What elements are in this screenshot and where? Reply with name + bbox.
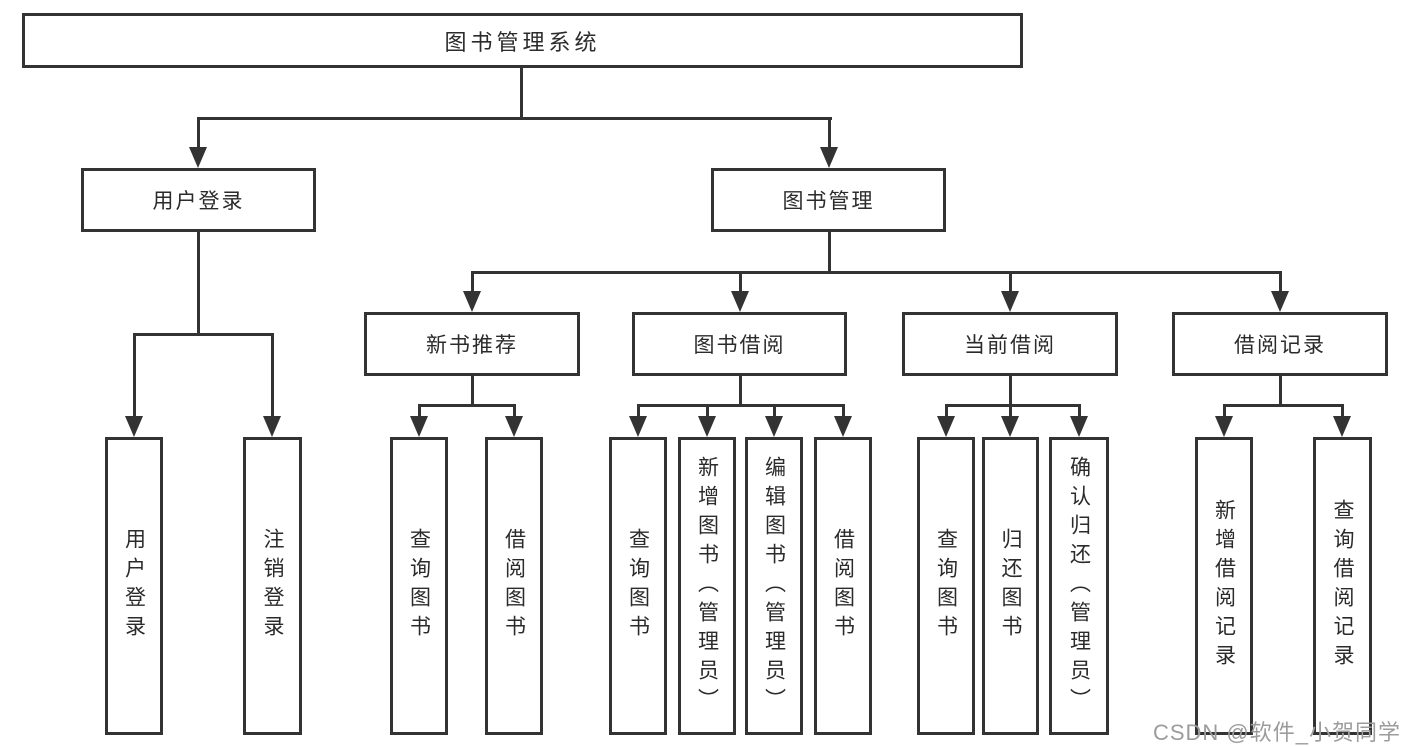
leaf-borrow-borrow-book-label: 借阅图书 [831,528,855,644]
connector-line [945,404,948,417]
node-root: 图书管理系统 [22,13,1023,68]
arrowhead [1070,416,1088,437]
arrowhead [1215,416,1233,437]
connector-line [945,404,1081,407]
arrowhead [629,416,647,437]
arrowhead [189,147,207,168]
connector-line [471,376,474,407]
arrowhead [820,147,838,168]
connector-line [828,232,831,273]
node-book-management: 图书管理 [711,168,946,232]
leaf-recommend-query-book-label: 查询图书 [407,528,431,644]
node-book-management-label: 图书管理 [782,190,875,213]
node-borrow-records-label: 借阅记录 [1234,334,1326,357]
arrowhead [731,291,749,312]
connector-line [418,404,516,407]
connector-line [520,68,523,119]
node-user-login-label: 用户登录 [152,190,245,213]
arrowhead [937,416,955,437]
leaf-records-add-record: 新增借阅记录 [1195,437,1253,735]
connector-line [1078,404,1081,417]
leaf-user-login-label: 用户登录 [122,528,146,644]
arrowhead [263,416,281,437]
leaf-borrow-query-book: 查询图书 [609,437,667,735]
connector-line [1223,404,1344,407]
connector-line [706,404,709,417]
leaf-recommend-borrow-book: 借阅图书 [485,437,543,735]
connector-line [197,117,200,150]
arrowhead [1271,291,1289,312]
connector-line [1279,271,1282,292]
arrowhead [698,416,716,437]
leaf-borrow-edit-book-admin-label: 编辑图书（管理员） [762,455,786,717]
leaf-logout-login: 注销登录 [243,437,302,735]
node-borrow-records: 借阅记录 [1172,312,1388,376]
connector-line [828,117,831,150]
node-root-label: 图书管理系统 [444,29,601,55]
leaf-records-query-record: 查询借阅记录 [1313,437,1372,735]
leaf-recommend-query-book: 查询图书 [390,437,448,735]
leaf-user-login: 用户登录 [105,437,163,735]
leaf-borrow-query-book-label: 查询图书 [626,528,650,644]
connector-line [197,232,200,335]
leaf-logout-login-label: 注销登录 [261,528,285,644]
leaf-current-confirm-return-admin: 确认归还（管理员） [1049,437,1109,735]
node-current-borrow: 当前借阅 [902,312,1118,376]
connector-line [133,333,136,417]
connector-line [637,404,640,417]
connector-line [842,404,845,417]
connector-line [773,404,776,417]
leaf-current-return-book-label: 归还图书 [999,528,1023,644]
leaf-borrow-borrow-book: 借阅图书 [814,437,872,735]
arrowhead [505,416,523,437]
arrowhead [125,416,143,437]
node-book-borrow: 图书借阅 [632,312,847,376]
connector-line [471,271,474,292]
connector-line [418,404,421,417]
connector-line [197,117,832,120]
node-book-borrow-label: 图书借阅 [693,334,786,357]
connector-line [1009,271,1012,292]
arrowhead [1001,291,1019,312]
arrowhead [834,416,852,437]
connector-line [739,271,742,292]
arrowhead [463,291,481,312]
leaf-current-confirm-return-admin-label: 确认归还（管理员） [1067,455,1091,717]
connector-line [739,376,742,407]
watermark: CSDN @软件_小贺同学 [1152,720,1401,745]
leaf-current-return-book: 归还图书 [982,437,1039,735]
arrowhead [410,416,428,437]
node-new-book-recommend-label: 新书推荐 [426,334,518,357]
connector-line [1279,376,1282,407]
leaf-borrow-add-book-admin-label: 新增图书（管理员） [695,455,719,717]
node-new-book-recommend: 新书推荐 [364,312,580,376]
arrowhead [1333,416,1351,437]
node-current-borrow-label: 当前借阅 [964,334,1056,357]
leaf-current-query-book-label: 查询图书 [934,528,958,644]
connector-line [1341,404,1344,417]
leaf-borrow-edit-book-admin: 编辑图书（管理员） [745,437,803,735]
connector-line [1223,404,1226,417]
leaf-borrow-add-book-admin: 新增图书（管理员） [678,437,736,735]
connector-line [637,404,845,407]
connector-line [1009,404,1012,417]
connector-line [513,404,516,417]
connector-line [271,333,274,417]
leaf-records-query-record-label: 查询借阅记录 [1331,499,1355,673]
connector-line [1009,376,1012,407]
leaf-records-add-record-label: 新增借阅记录 [1212,499,1236,673]
connector-line [133,333,274,336]
arrowhead [1001,416,1019,437]
node-user-login: 用户登录 [81,168,316,232]
leaf-current-query-book: 查询图书 [917,437,975,735]
connector-line [471,271,1282,274]
leaf-recommend-borrow-book-label: 借阅图书 [502,528,526,644]
arrowhead [765,416,783,437]
